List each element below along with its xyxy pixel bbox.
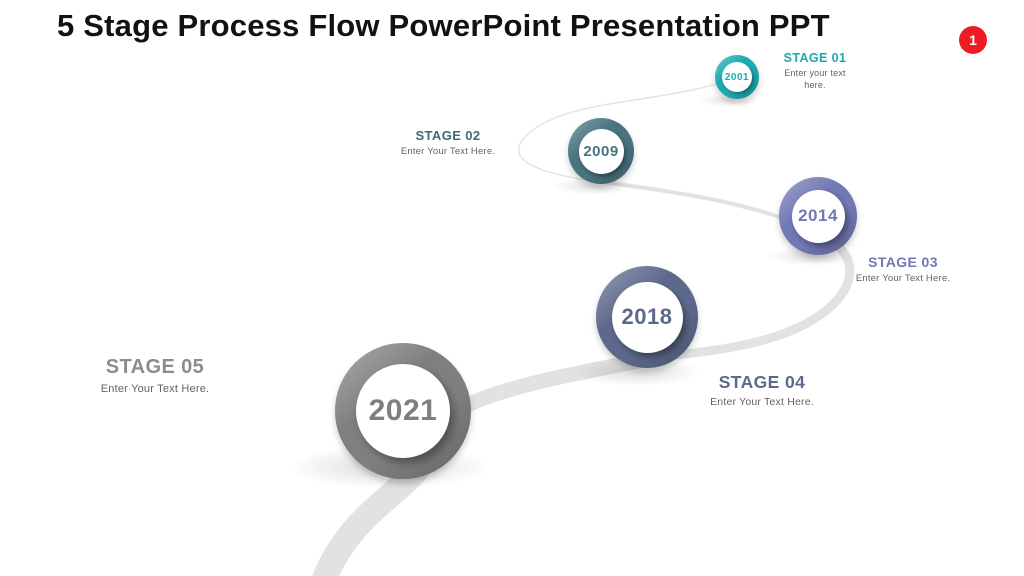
stage-name: STAGE 03 [868, 254, 938, 270]
path-segment-1 [517, 76, 738, 183]
stage-marker-2009[interactable]: 2009 [568, 118, 634, 184]
stage-year: 2001 [724, 71, 750, 83]
stage-name: STAGE 02 [415, 128, 481, 143]
stage-description: Enter Your Text Here. [710, 396, 814, 408]
stage-year: 2014 [798, 206, 838, 225]
stage-year-disc: 2021 [356, 364, 450, 458]
stage-marker-2014[interactable]: 2014 [779, 177, 857, 255]
stage-description: Enter Your Text Here. [400, 146, 496, 157]
stage-description: Enter Your Text Here. [855, 273, 951, 284]
stage-ring: 2001 [715, 55, 759, 99]
stage-year-disc: 2009 [578, 128, 624, 174]
stage-name: STAGE 04 [718, 372, 806, 392]
stage-label-05[interactable]: STAGE 05 Enter Your Text Here. [72, 356, 238, 396]
stage-ring: 2014 [779, 177, 857, 255]
stage-description: Enter your text here. [784, 68, 846, 90]
stage-ring: 2018 [596, 266, 698, 368]
stage-year-disc: 2018 [611, 281, 683, 353]
stage-marker-2001[interactable]: 2001 [715, 55, 759, 99]
stage-year: 2021 [368, 394, 438, 427]
stage-label-03[interactable]: STAGE 03 Enter Your Text Here. [843, 254, 963, 285]
stage-label-04[interactable]: STAGE 04 Enter Your Text Here. [692, 372, 832, 410]
stage-label-01[interactable]: STAGE 01 Enter your text here. [773, 51, 857, 91]
stage-name: STAGE 05 [105, 356, 205, 378]
stage-description: Enter Your Text Here. [100, 383, 210, 395]
stage-year: 2018 [621, 304, 673, 329]
stage-label-02[interactable]: STAGE 02 Enter Your Text Here. [388, 128, 508, 158]
stage-marker-2018[interactable]: 2018 [596, 266, 698, 368]
stage-year-disc: 2001 [722, 62, 752, 92]
stage-marker-2021[interactable]: 2021 [335, 343, 471, 479]
stage-ring: 2009 [568, 118, 634, 184]
stage-ring: 2021 [335, 343, 471, 479]
stage-year-disc: 2014 [791, 189, 845, 243]
stage-name: STAGE 01 [783, 51, 847, 65]
slide-number-badge[interactable]: 1 [959, 26, 987, 54]
path-segment-3 [653, 233, 855, 362]
slide-title[interactable]: 5 Stage Process Flow PowerPoint Presenta… [57, 8, 830, 43]
stage-year: 2009 [583, 142, 619, 160]
